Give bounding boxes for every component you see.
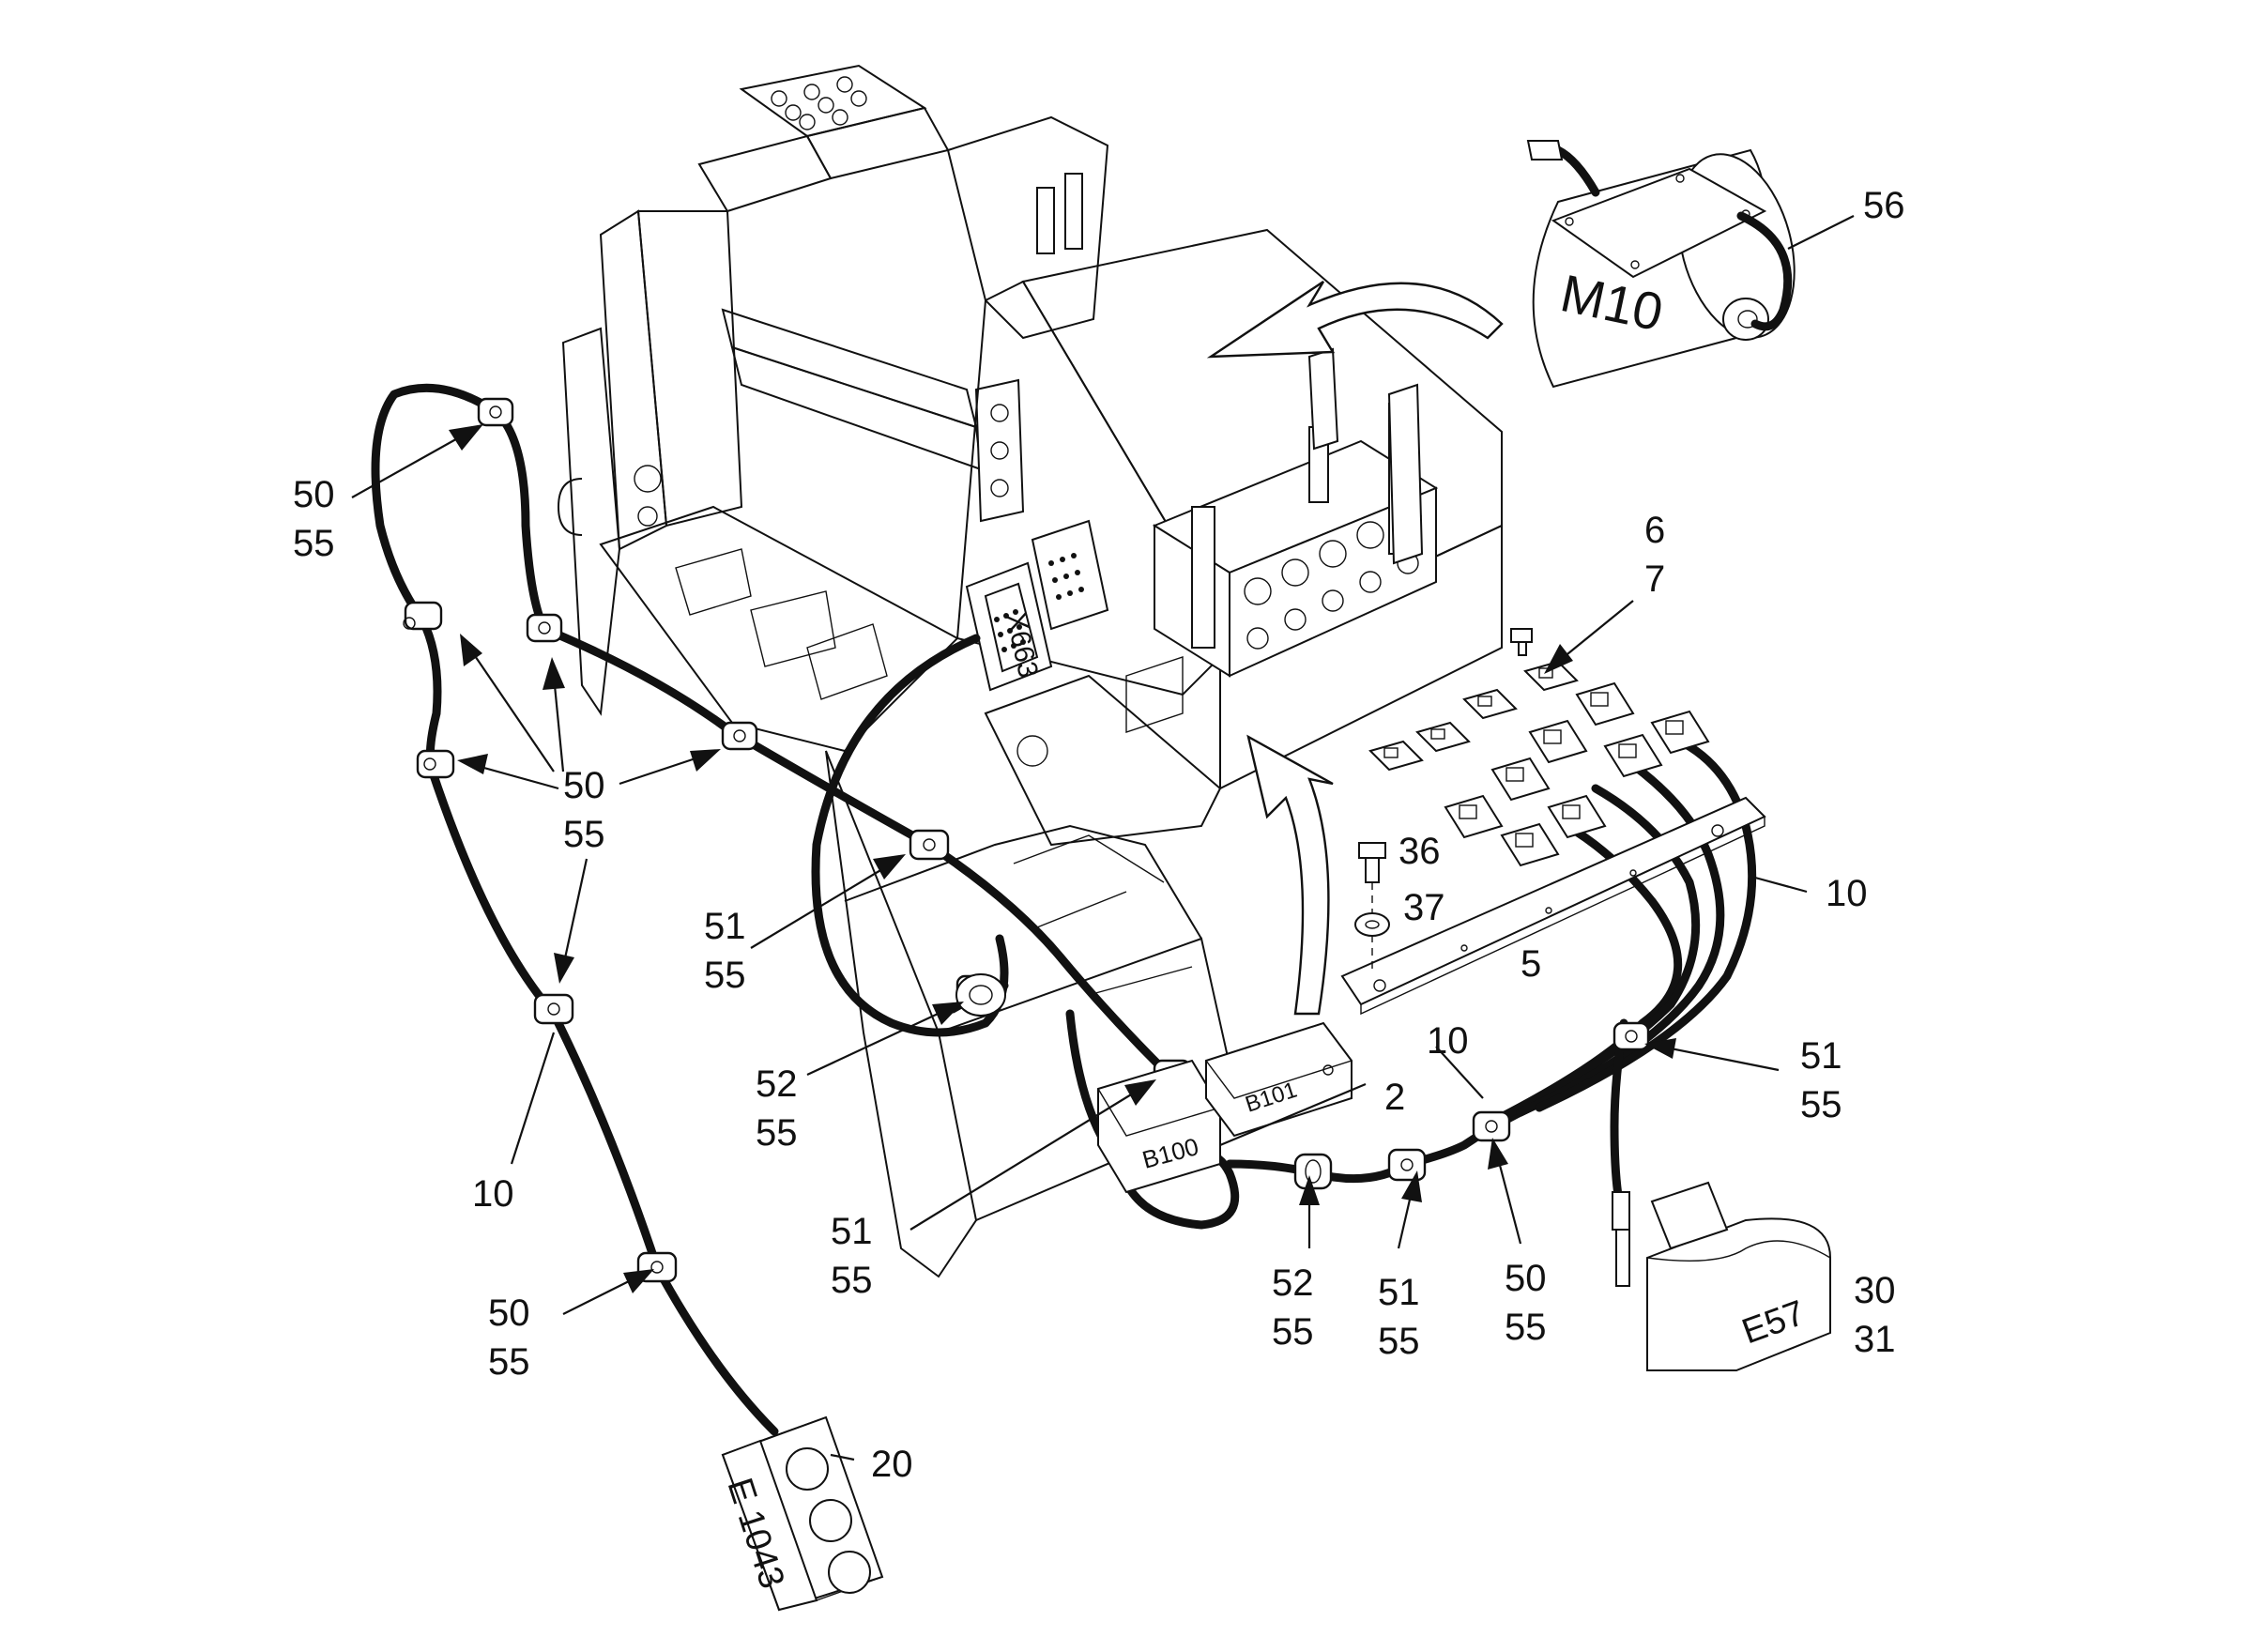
clamp-11: [1387, 1148, 1427, 1182]
connector-block-5: [1528, 719, 1588, 764]
clamp-6: [909, 829, 950, 861]
flow-arrow-bottom: [1246, 734, 1334, 1016]
clamp-5: [721, 721, 758, 751]
connector-block-3: [1415, 721, 1471, 753]
clamp-3: [526, 613, 563, 643]
callout-5: 5: [1521, 943, 1541, 985]
callout-20: 20: [871, 1444, 913, 1485]
clamp-4: [416, 749, 455, 779]
clamp-1: [477, 397, 514, 427]
callout-36: 36: [1398, 831, 1441, 872]
connector-block-10: [1547, 794, 1607, 839]
component-e57: E57: [1612, 1181, 1831, 1371]
sensor-b101: B101: [1204, 1021, 1353, 1138]
callout-56: 56: [1863, 185, 1905, 226]
callout-37: 37: [1403, 887, 1445, 928]
connector-blocks: [1368, 628, 1710, 867]
clamp-10: [1293, 1153, 1333, 1190]
clamp-2: [403, 601, 443, 631]
connector-block-9: [1603, 733, 1663, 778]
cable-clamps: [403, 397, 1650, 1283]
valve-bank: [1152, 403, 1439, 678]
grommet-52: [955, 973, 1006, 1017]
mounting-bar-5: [1340, 796, 1766, 1016]
callout-10-a: 10: [472, 1173, 514, 1215]
flow-arrow-top: [1206, 281, 1504, 359]
connector-block-12: [1650, 710, 1710, 755]
control-box-e1043: E 1043: [719, 1415, 884, 1612]
callout-10-b: 10: [1427, 1020, 1469, 1062]
connector-block-7: [1490, 757, 1551, 802]
clamp-13: [1612, 1021, 1650, 1051]
connector-block-11: [1500, 822, 1560, 867]
callout-10-c: 10: [1826, 873, 1868, 914]
screw-36: [1358, 842, 1386, 971]
connector-x663: X663: [965, 519, 1109, 692]
leader-lines: [351, 215, 1855, 1461]
machine-frame: [557, 64, 1503, 1278]
connector-block-6: [1575, 681, 1635, 727]
connector-block-8: [1444, 794, 1504, 839]
callout-2: 2: [1384, 1077, 1405, 1118]
connector-block-1: [1523, 660, 1579, 692]
clamp-12: [1472, 1110, 1511, 1142]
motor-m10: M10: [1526, 140, 1796, 389]
connector-block-4: [1368, 740, 1424, 772]
washer-37: [1354, 912, 1390, 937]
clamp-7: [533, 993, 574, 1025]
flow-arrows: [1206, 281, 1504, 1016]
connector-block-2: [1462, 688, 1518, 720]
sensor-b100: B100: [1096, 1059, 1222, 1194]
